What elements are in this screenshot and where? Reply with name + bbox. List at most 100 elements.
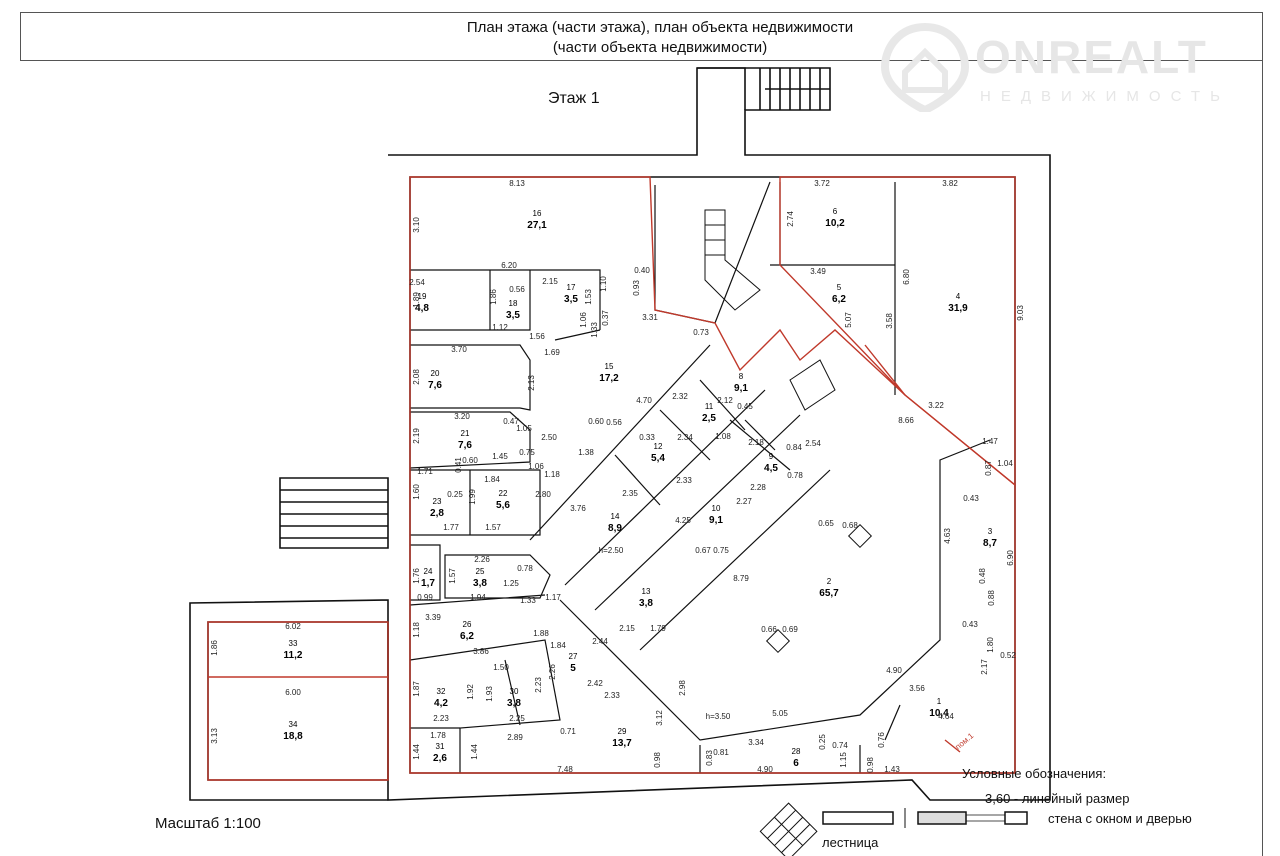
stairs-icon [759, 802, 818, 856]
dimension-label: 2.42 [587, 679, 603, 688]
dimension-label: 2.74 [786, 211, 795, 227]
dimension-label: 0.73 [693, 328, 709, 337]
frame-header-bottom [20, 60, 1262, 61]
room-area: 8,7 [983, 538, 997, 549]
room-area: 6,2 [832, 294, 846, 305]
dimension-label: 0.25 [818, 734, 827, 750]
dimension-label: 5.07 [844, 312, 853, 328]
room-area: 3,5 [506, 310, 520, 321]
dimension-label: 0.93 [632, 280, 641, 296]
room-number: 23 [433, 497, 442, 506]
dimension-label: 1.45 [492, 452, 508, 461]
room-number: 26 [463, 620, 472, 629]
dimension-label: 0.60 [588, 417, 604, 426]
room-area: 3,5 [564, 294, 578, 305]
room-area: 27,1 [527, 220, 547, 231]
title-line-2: (части объекта недвижимости) [552, 39, 768, 56]
house-pin-icon [880, 22, 970, 112]
room-area: 65,7 [819, 588, 839, 599]
legend-graphics [759, 802, 1028, 856]
dimension-label: 3.10 [412, 217, 421, 233]
room-area: 17,2 [599, 373, 619, 384]
dimension-label: 0.66 [761, 625, 777, 634]
dimension-label: 0.83 [705, 750, 714, 766]
room-area: 2,6 [433, 753, 447, 764]
dimension-label: 3.20 [454, 412, 470, 421]
dimension-label: 3.31 [642, 313, 658, 322]
room-area: 31,9 [948, 303, 968, 314]
dimension-label: 4.64 [938, 712, 954, 721]
dimension-label: 0.45 [737, 402, 753, 411]
room-number: 29 [618, 727, 627, 736]
dimension-label: 1.69 [544, 348, 560, 357]
dimension-label: 2.08 [412, 369, 421, 385]
dimension-label: 0.41 [454, 457, 463, 473]
scale-label: Масштаб 1:100 [155, 815, 261, 832]
dimension-label: 2.32 [672, 392, 688, 401]
dimension-label: 2.15 [619, 624, 635, 633]
watermark-brand: ONREALT [975, 31, 1208, 83]
dimension-label: 2.54 [805, 439, 821, 448]
room-area: 7,6 [428, 380, 442, 391]
dimension-label: 1.89 [412, 292, 421, 308]
dimension-label: 1.18 [412, 622, 421, 638]
dimension-label: 2.26 [474, 555, 490, 564]
dimension-label: 1.56 [529, 332, 545, 341]
dimension-label: 1.12 [492, 323, 508, 332]
room-number: 32 [437, 687, 446, 696]
dimension-label: 0.98 [866, 757, 875, 773]
room-area: 6 [793, 758, 799, 769]
legend-wall-end [1004, 811, 1028, 825]
dimension-label: 1.84 [550, 641, 566, 650]
dimension-label: 4.90 [886, 666, 902, 675]
dimension-label: 3.76 [570, 504, 586, 513]
dimension-label: 2.27 [736, 497, 752, 506]
dimension-label: 1.60 [412, 484, 421, 500]
dimension-label: 1.44 [412, 744, 421, 760]
dimension-label: 2.25 [509, 714, 525, 723]
dimension-label: 1.47 [982, 437, 998, 446]
dimension-label: 3.82 [942, 179, 958, 188]
dimension-label: 1.04 [997, 459, 1013, 468]
room-area: 10,2 [825, 218, 845, 229]
room-area: 4,5 [764, 463, 778, 474]
dimension-label: 4.25 [675, 516, 691, 525]
dimension-label: 1.99 [468, 489, 477, 505]
room-number: 6 [833, 207, 838, 216]
frame-left [20, 12, 21, 60]
frame-right [1262, 12, 1263, 856]
dimension-label: 8.66 [898, 416, 914, 425]
dimension-label: 0.40 [634, 266, 650, 275]
dimension-label: 2.15 [542, 277, 558, 286]
dimension-label: 0.52 [1000, 651, 1016, 660]
dimension-label: 0.68 [842, 521, 858, 530]
room-number: 30 [510, 687, 519, 696]
room-area: 10,4 [929, 708, 949, 719]
room-number: 12 [654, 442, 663, 451]
dimension-label: 1.33 [520, 596, 536, 605]
legend-stairs: лестница [822, 835, 879, 850]
room-area: 4,2 [434, 698, 448, 709]
room-area: 1,7 [421, 578, 435, 589]
dimension-label: 0.43 [962, 620, 978, 629]
dimension-label: 1.06 [528, 462, 544, 471]
dimension-label: 1.57 [485, 523, 501, 532]
dimension-label: 0.47 [503, 417, 519, 426]
room-number: 13 [642, 587, 651, 596]
dimension-label: 0.84 [786, 443, 802, 452]
room-area: 9,1 [734, 383, 748, 394]
dimension-label: 1.93 [485, 686, 494, 702]
room-number: 22 [499, 489, 508, 498]
dimension-label: 0.43 [963, 494, 979, 503]
dimension-label: 1.71 [417, 467, 433, 476]
room-number: 33 [289, 639, 298, 648]
dimension-label: 0.74 [832, 741, 848, 750]
room-number: 31 [436, 742, 445, 751]
room-number: 18 [509, 299, 518, 308]
room-number: 17 [567, 283, 576, 292]
room-number: 24 [424, 567, 433, 576]
dimension-label: 2.89 [507, 733, 523, 742]
room-number: 2 [827, 577, 832, 586]
room-number: 20 [431, 369, 440, 378]
